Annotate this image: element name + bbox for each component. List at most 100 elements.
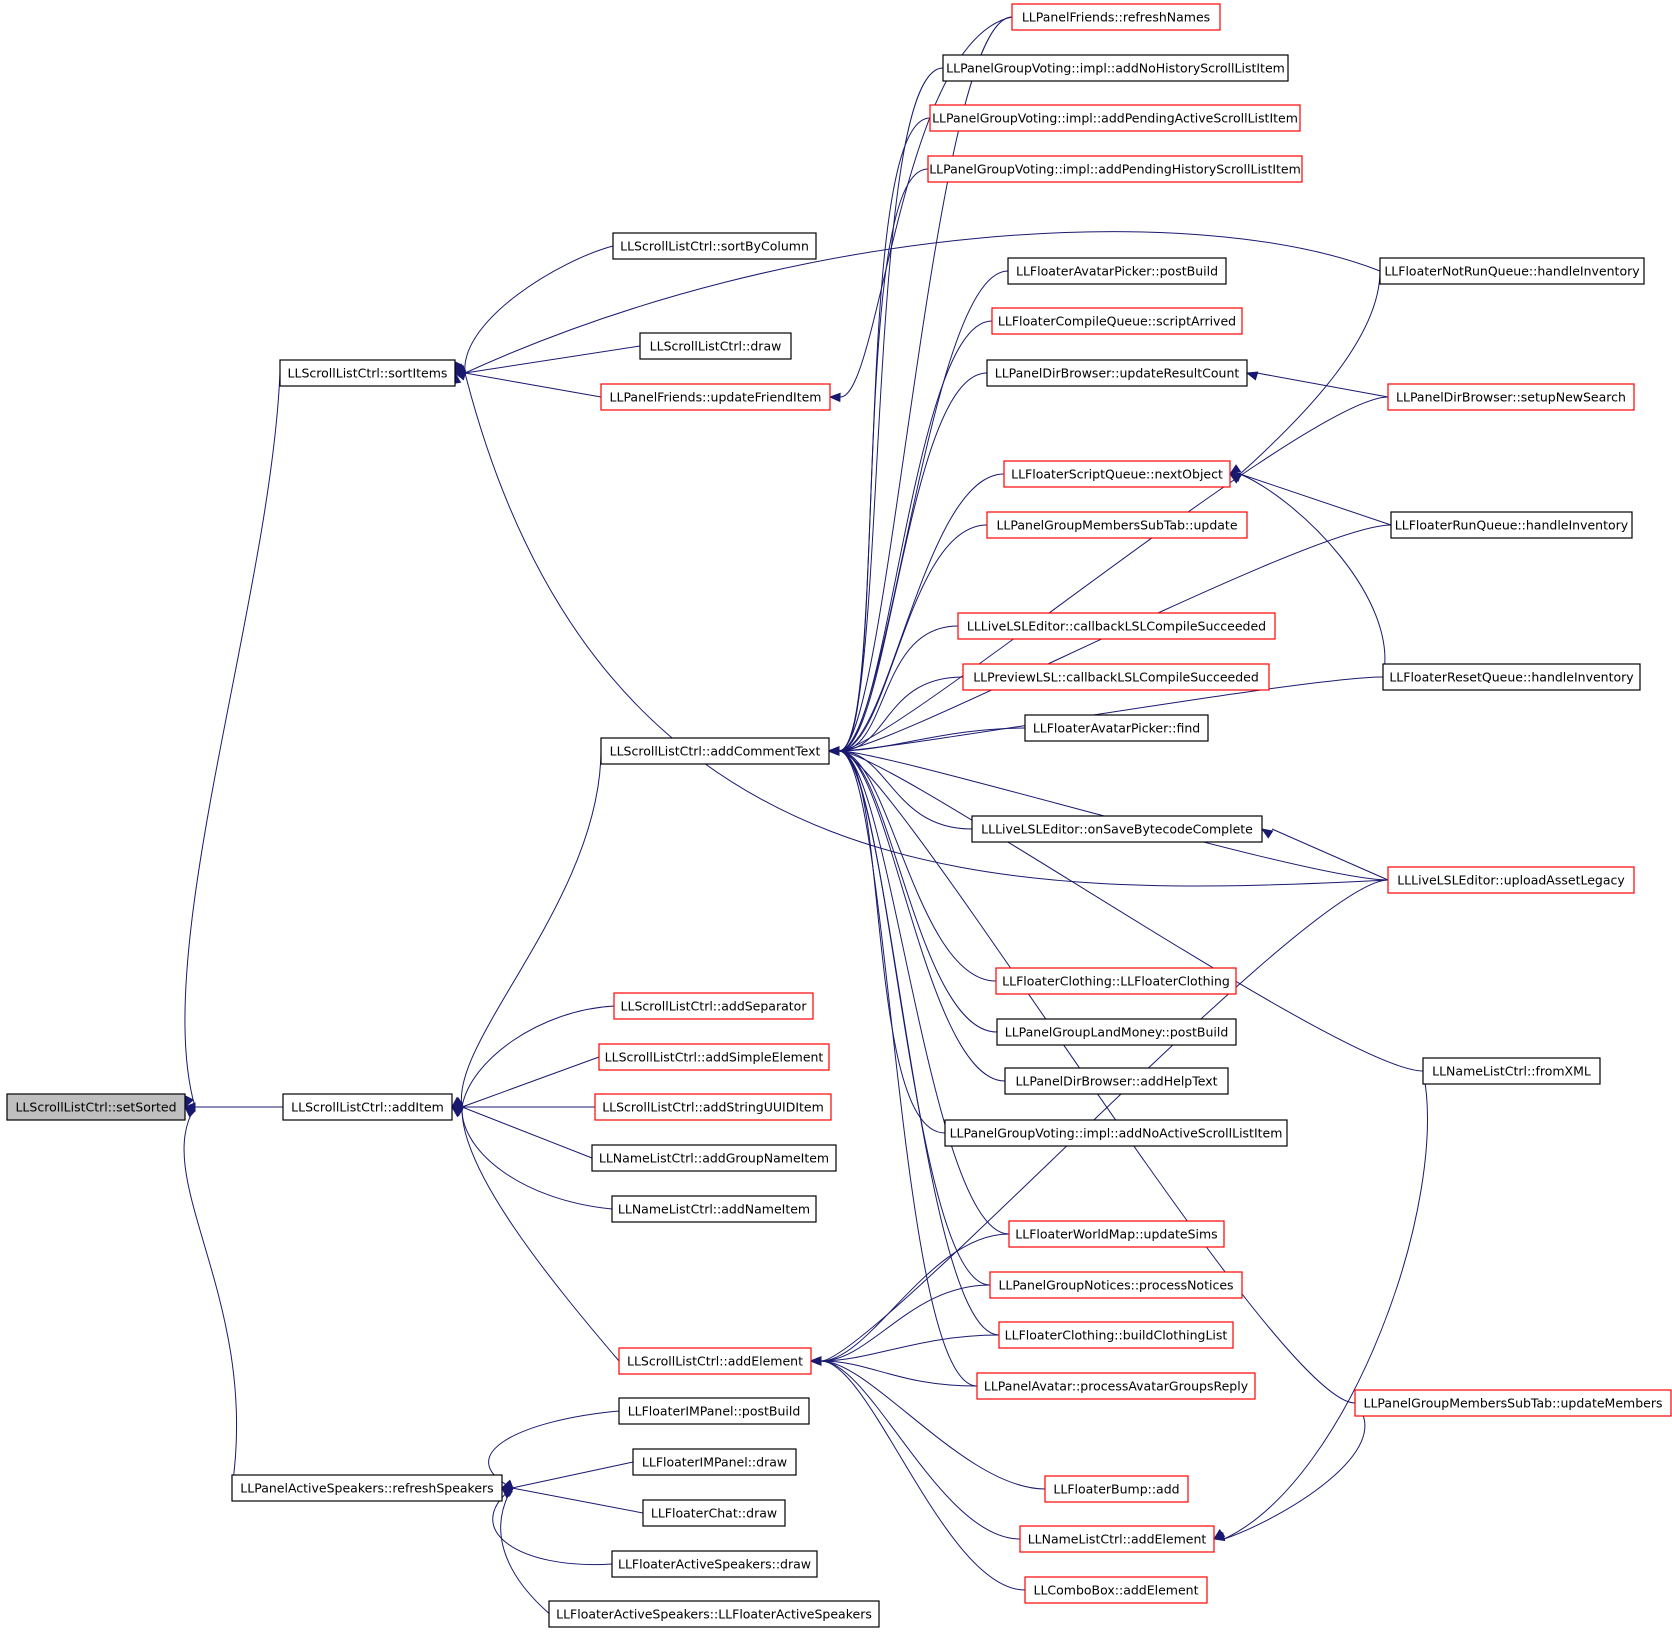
edge-imPostBuild-to-refreshSpeakers bbox=[488, 1410, 620, 1489]
node-chatDraw[interactable]: LLFloaterChat::draw bbox=[642, 1499, 786, 1527]
node-nameListAddElement[interactable]: LLNameListCtrl::addElement bbox=[1019, 1525, 1215, 1553]
node-box bbox=[1422, 1057, 1601, 1085]
edge-line bbox=[1256, 372, 1389, 398]
node-comboAddElement[interactable]: LLComboBox::addElement bbox=[1024, 1576, 1208, 1604]
node-label: LLFloaterActiveSpeakers::LLFloaterActive… bbox=[556, 1607, 872, 1622]
node-refreshSpeakers[interactable]: LLPanelActiveSpeakers::refreshSpeakers bbox=[231, 1474, 503, 1502]
node-label: LLPanelActiveSpeakers::refreshSpeakers bbox=[240, 1481, 493, 1496]
node-addSimpleElement[interactable]: LLScrollListCtrl::addSimpleElement bbox=[598, 1043, 830, 1071]
node-addCommentText[interactable]: LLScrollListCtrl::addCommentText bbox=[600, 737, 830, 765]
edge-arrowhead bbox=[1212, 1531, 1226, 1542]
node-addGroupNameItem[interactable]: LLNameListCtrl::addGroupNameItem bbox=[591, 1144, 837, 1172]
node-box bbox=[618, 1347, 812, 1375]
node-updateFriendItem[interactable]: LLPanelFriends::updateFriendItem bbox=[600, 383, 831, 411]
node-addSeparator[interactable]: LLScrollListCtrl::addSeparator bbox=[613, 992, 814, 1020]
node-label: LLScrollListCtrl::addItem bbox=[291, 1100, 444, 1115]
node-addElement[interactable]: LLScrollListCtrl::addElement bbox=[618, 1347, 812, 1375]
node-refreshNames[interactable]: LLPanelFriends::refreshNames bbox=[1011, 3, 1221, 31]
edge-line bbox=[838, 117, 931, 752]
node-updateMembers[interactable]: LLPanelGroupMembersSubTab::updateMembers bbox=[1354, 1389, 1672, 1417]
node-imDraw[interactable]: LLFloaterIMPanel::draw bbox=[632, 1448, 797, 1476]
node-landMoneyPostBuild[interactable]: LLPanelGroupLandMoney::postBuild bbox=[996, 1018, 1237, 1046]
node-label: LLPreviewLSL::callbackLSLCompileSucceede… bbox=[973, 670, 1259, 685]
edge-updateFriendItem-to-sortItems bbox=[453, 371, 602, 398]
edge-line bbox=[838, 750, 1424, 1072]
node-buildClothingList[interactable]: LLFloaterClothing::buildClothingList bbox=[998, 1321, 1234, 1349]
node-previewCompile[interactable]: LLPreviewLSL::callbackLSLCompileSucceede… bbox=[962, 663, 1270, 691]
node-setupNewSearch[interactable]: LLPanelDirBrowser::setupNewSearch bbox=[1387, 383, 1635, 411]
node-asCtor[interactable]: LLFloaterActiveSpeakers::LLFloaterActive… bbox=[548, 1600, 880, 1628]
node-draw[interactable]: LLScrollListCtrl::draw bbox=[639, 332, 792, 360]
edge-line bbox=[464, 245, 614, 374]
node-addPendingActive[interactable]: LLPanelGroupVoting::impl::addPendingActi… bbox=[929, 104, 1301, 132]
node-box bbox=[600, 737, 830, 765]
node-processAvatarGroups[interactable]: LLPanelAvatar::processAvatarGroupsReply bbox=[976, 1372, 1256, 1400]
node-updateSims[interactable]: LLFloaterWorldMap::updateSims bbox=[1008, 1220, 1225, 1248]
node-addHelpText[interactable]: LLPanelDirBrowser::addHelpText bbox=[1004, 1067, 1229, 1095]
edge-updateMembers-to-nameListAddElement bbox=[1212, 1402, 1366, 1542]
edge-imDraw-to-refreshSpeakers bbox=[500, 1461, 634, 1490]
node-sortByColumn[interactable]: LLScrollListCtrl::sortByColumn bbox=[612, 232, 817, 260]
node-label: LLPanelGroupVoting::impl::addPendingActi… bbox=[932, 111, 1298, 126]
node-processNotices[interactable]: LLPanelGroupNotices::processNotices bbox=[989, 1271, 1243, 1299]
node-membersUpdate[interactable]: LLPanelGroupMembersSubTab::update bbox=[986, 511, 1248, 539]
edge-addNoActive-to-addCommentText bbox=[827, 746, 946, 1134]
node-box bbox=[1007, 257, 1227, 285]
node-label: LLLiveLSLEditor::onSaveBytecodeComplete bbox=[981, 822, 1253, 837]
edge-line bbox=[511, 1461, 634, 1489]
node-clothingCtor[interactable]: LLFloaterClothing::LLFloaterClothing bbox=[995, 967, 1237, 995]
node-label: LLPanelGroupVoting::impl::addPendingHist… bbox=[929, 162, 1301, 177]
node-label: LLPanelDirBrowser::updateResultCount bbox=[995, 366, 1240, 381]
node-setSorted[interactable]: LLScrollListCtrl::setSorted bbox=[6, 1093, 186, 1121]
edge-line bbox=[838, 750, 998, 1033]
node-addPendingHistory[interactable]: LLPanelGroupVoting::impl::addPendingHist… bbox=[927, 155, 1303, 183]
node-bumpAdd[interactable]: LLFloaterBump::add bbox=[1044, 1475, 1189, 1503]
edge-line bbox=[838, 750, 1000, 1336]
node-runHandle[interactable]: LLFloaterRunQueue::handleInventory bbox=[1390, 511, 1633, 539]
node-fromXML[interactable]: LLNameListCtrl::fromXML bbox=[1422, 1057, 1601, 1085]
node-addNoActive[interactable]: LLPanelGroupVoting::impl::addNoActiveScr… bbox=[944, 1119, 1288, 1147]
node-addNameItem[interactable]: LLNameListCtrl::addNameItem bbox=[611, 1195, 817, 1223]
node-box bbox=[591, 1144, 837, 1172]
node-uploadAssetLegacy[interactable]: LLLiveLSLEditor::uploadAssetLegacy bbox=[1387, 866, 1635, 894]
node-box bbox=[957, 612, 1276, 640]
node-scriptArrived[interactable]: LLFloaterCompileQueue::scriptArrived bbox=[991, 307, 1243, 335]
node-label: LLFloaterAvatarPicker::find bbox=[1033, 721, 1200, 736]
edge-line bbox=[464, 372, 1389, 887]
edge-line bbox=[461, 1106, 593, 1159]
node-box bbox=[594, 1093, 832, 1121]
node-addNoHistory[interactable]: LLPanelGroupVoting::impl::addNoHistorySc… bbox=[942, 54, 1289, 82]
node-avatarPickerPostBuild[interactable]: LLFloaterAvatarPicker::postBuild bbox=[1007, 257, 1227, 285]
node-liveCompile[interactable]: LLLiveLSLEditor::callbackLSLCompileSucce… bbox=[957, 612, 1276, 640]
node-box bbox=[998, 1321, 1234, 1349]
node-label: LLScrollListCtrl::sortByColumn bbox=[620, 239, 809, 254]
node-box bbox=[1024, 1576, 1208, 1604]
node-addItem[interactable]: LLScrollListCtrl::addItem bbox=[282, 1093, 453, 1121]
edge-line bbox=[838, 473, 1005, 752]
node-onSaveBytecode[interactable]: LLLiveLSLEditor::onSaveBytecodeComplete bbox=[971, 815, 1263, 843]
edge-line bbox=[838, 676, 1384, 752]
node-notRunHandle[interactable]: LLFloaterNotRunQueue::handleInventory bbox=[1379, 257, 1645, 285]
node-box bbox=[976, 1372, 1256, 1400]
edge-previewCompile-to-addCommentText bbox=[827, 676, 964, 756]
edge-setupNewSearch-to-addCommentText bbox=[827, 396, 1389, 756]
edge-line bbox=[838, 320, 993, 752]
node-label: LLFloaterCompileQueue::scriptArrived bbox=[998, 314, 1236, 329]
node-avatarFind[interactable]: LLFloaterAvatarPicker::find bbox=[1024, 714, 1209, 742]
node-label: LLScrollListCtrl::draw bbox=[650, 339, 782, 354]
node-label: LLScrollListCtrl::addStringUUIDItem bbox=[602, 1100, 824, 1115]
node-updateResultCount[interactable]: LLPanelDirBrowser::updateResultCount bbox=[986, 359, 1248, 387]
node-label: LLNameListCtrl::addNameItem bbox=[618, 1202, 810, 1217]
node-label: LLPanelAvatar::processAvatarGroupsReply bbox=[984, 1379, 1249, 1394]
node-sortItems[interactable]: LLScrollListCtrl::sortItems bbox=[279, 359, 456, 387]
node-box bbox=[962, 663, 1270, 691]
node-resetHandle[interactable]: LLFloaterResetQueue::handleInventory bbox=[1382, 663, 1641, 691]
node-imPostBuild[interactable]: LLFloaterIMPanel::postBuild bbox=[618, 1397, 810, 1425]
edge-resetHandle-to-nextObject bbox=[1228, 472, 1386, 678]
edge-arrowhead bbox=[1260, 828, 1274, 839]
node-label: LLPanelGroupVoting::impl::addNoActiveScr… bbox=[950, 1126, 1283, 1141]
node-asDraw[interactable]: LLFloaterActiveSpeakers::draw bbox=[611, 1550, 818, 1578]
node-nextObject[interactable]: LLFloaterScriptQueue::nextObject bbox=[1003, 460, 1231, 488]
edge-line bbox=[184, 372, 281, 1108]
node-addStringUUIDItem[interactable]: LLScrollListCtrl::addStringUUIDItem bbox=[594, 1093, 832, 1121]
